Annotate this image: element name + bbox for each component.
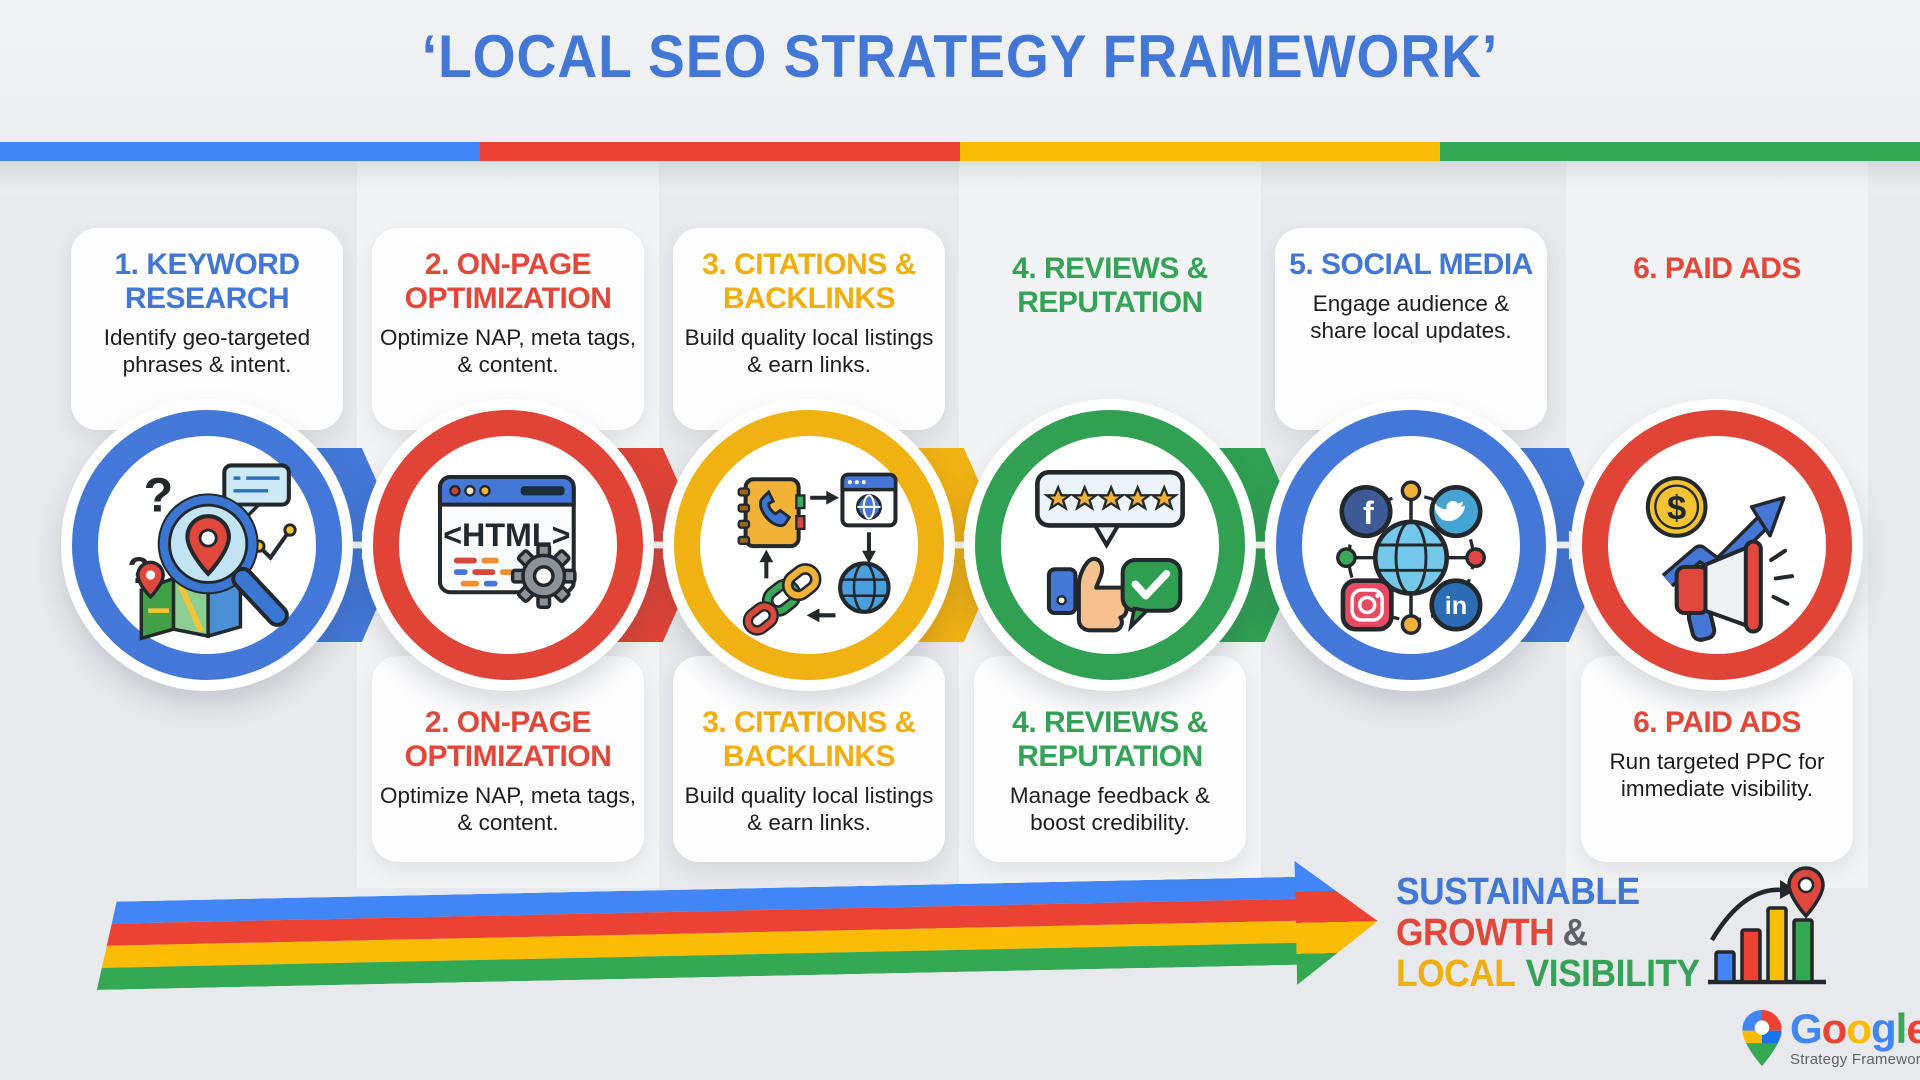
- step3-badge: [663, 399, 955, 691]
- step4-title-top: 4. REVIEWS & REPUTATION: [1012, 252, 1208, 319]
- growth-arrow-head: [1294, 859, 1379, 985]
- google-wordmark-block: Google Strategy Framework: [1790, 1005, 1920, 1069]
- step3-description: Build quality local listings & earn link…: [684, 324, 934, 377]
- stripe-red-segment: [480, 142, 960, 161]
- headline-sustainable: SUSTAINABLE: [1396, 871, 1640, 913]
- step2-card-top: 2. ON-PAGE OPTIMIZATION Optimize NAP, me…: [372, 228, 644, 430]
- step6-badge: $: [1571, 399, 1863, 691]
- step1-description: Identify geo-targeted phrases & intent.: [103, 324, 311, 377]
- step6-title-top: 6. PAID ADS: [1633, 252, 1801, 285]
- megaphone-dollar-growth-icon: $: [1617, 445, 1817, 645]
- headline-visibility: VISIBILITY: [1525, 953, 1701, 995]
- social-network-globe-icon: f in: [1311, 445, 1511, 645]
- step2-card-bottom: 2. ON-PAGE OPTIMIZATION Optimize NAP, me…: [372, 656, 644, 862]
- directory-links-globe-icon: [709, 445, 909, 645]
- page-title: ‘LOCAL SEO STRATEGY FRAMEWORK’: [421, 23, 1499, 90]
- google-wordmark: Google: [1790, 1005, 1920, 1052]
- stripe-green-segment: [1440, 142, 1920, 161]
- logo-subtext: Strategy Framework: [1790, 1051, 1920, 1068]
- growth-arrow-body: [95, 877, 1301, 990]
- step2-description: Optimize NAP, meta tags, & content.: [380, 324, 636, 377]
- step3-card-top: 3. CITATIONS & BACKLINKS Build quality l…: [673, 228, 945, 430]
- html-browser-gear-icon: <HTML>: [408, 445, 608, 645]
- stripe-reflection: [0, 161, 1920, 187]
- growth-chart-icon: [1700, 866, 1834, 1007]
- google-logo: Google Strategy Framework: [1742, 1008, 1920, 1068]
- headline-local: LOCAL: [1396, 953, 1516, 995]
- google-maps-pin-icon: [1742, 1010, 1782, 1066]
- svg-text:<HTML>: <HTML>: [443, 517, 570, 553]
- brand-color-stripe: [0, 142, 1920, 161]
- headline-amp: &: [1562, 912, 1589, 954]
- stripe-blue-segment: [0, 142, 480, 161]
- step5-description: Engage audience & share local updates.: [1310, 290, 1512, 343]
- svg-text:f: f: [1363, 495, 1374, 531]
- five-star-review-thumbs-up-icon: [1010, 445, 1210, 645]
- svg-text:in: in: [1445, 592, 1468, 620]
- step1-badge: ? ?: [61, 399, 353, 691]
- step5-title: 5. SOCIAL MEDIA: [1289, 248, 1533, 281]
- svg-text:$: $: [1667, 490, 1686, 528]
- step2-badge: <HTML>: [362, 399, 654, 691]
- step2-title: 2. ON-PAGE OPTIMIZATION: [404, 248, 612, 315]
- step5-card: 5. SOCIAL MEDIA Engage audience & share …: [1275, 228, 1547, 430]
- stripe-yellow-segment: [960, 142, 1440, 161]
- step5-badge: f in: [1265, 399, 1557, 691]
- step3-title: 3. CITATIONS & BACKLINKS: [702, 248, 916, 315]
- headline-growth: GROWTH: [1396, 912, 1555, 954]
- search-map-pin-icon: ? ?: [107, 445, 307, 645]
- step1-card: 1. KEYWORD RESEARCH Identify geo-targete…: [71, 228, 343, 430]
- step1-title: 1. KEYWORD RESEARCH: [114, 248, 300, 315]
- growth-arrow: [95, 859, 1379, 1010]
- step4-badge: [964, 399, 1256, 691]
- step4-card-bottom: 4. REVIEWS & REPUTATION Manage feedback …: [974, 656, 1246, 862]
